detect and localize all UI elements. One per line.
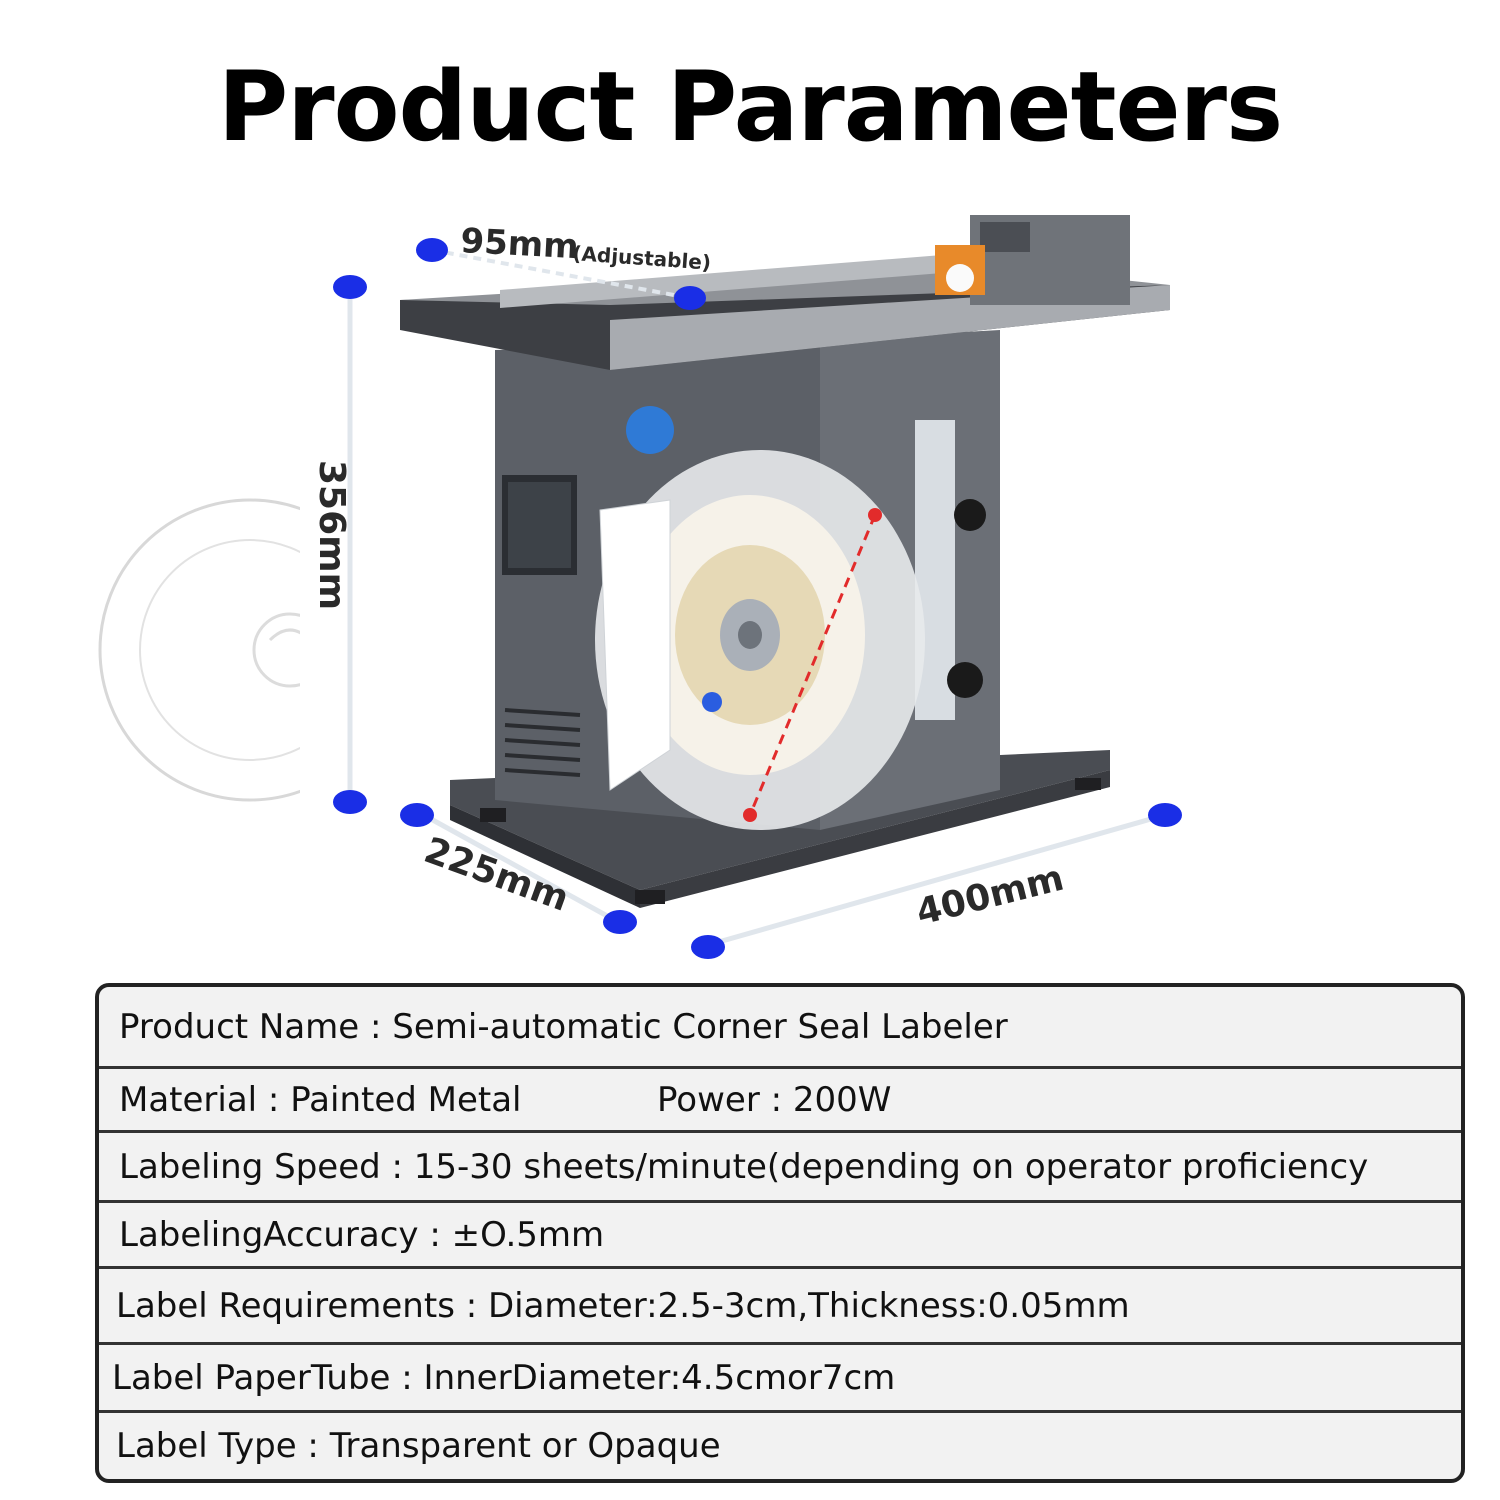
spec-label-requirements: Label Requirements : Diameter:2.5-3cm,Th… [116,1285,1130,1326]
spec-labeling-accuracy: LabelingAccuracy : ±O.5mm [119,1214,605,1255]
foot [635,890,665,904]
height-label: 356mm [311,460,352,610]
blue-knob [626,406,674,454]
spec-row-label-paper-tube: Label PaperTube : InnerDiameter:4.5cmor7… [99,1345,1461,1413]
adjustable-note: (Adjustable) [572,241,712,275]
spec-label-type: Label Type : Transparent or Opaque [116,1426,721,1466]
watermark-seal [80,410,402,910]
dimension-dot [603,910,637,934]
knob [954,499,986,531]
spec-row-label-type: Label Type : Transparent or Opaque [99,1413,1461,1479]
spec-row-labeling-accuracy: LabelingAccuracy : ±O.5mm [99,1203,1461,1269]
spec-label-paper-tube: Label PaperTube : InnerDiameter:4.5cmor7… [112,1357,896,1398]
spec-row-product-name: Product Name : Semi-automatic Corner Sea… [99,987,1461,1069]
width-dimension-line [431,248,691,300]
dimension-dot [333,790,367,814]
depth-dimension-line [418,810,622,926]
dimension-dot [674,286,706,310]
spec-labeling-speed: Labeling Speed : 15-30 sheets/minute(dep… [119,1146,1369,1187]
foot [1075,778,1101,790]
dimension-dot [400,803,434,827]
length-dimension-line [707,812,1166,948]
spec-row-material-power: Material : Painted Metal Power : 200W [99,1069,1461,1133]
spec-table: Product Name : Semi-automatic Corner Sea… [95,983,1465,1483]
dimension-dot [416,238,448,262]
spec-power: Power : 200W [657,1079,892,1120]
spec-row-label-requirements: Label Requirements : Diameter:2.5-3cm,Th… [99,1269,1461,1345]
width-top-label: 95mm [460,221,580,267]
spec-row-labeling-speed: Labeling Speed : 15-30 sheets/minute(dep… [99,1133,1461,1203]
dimension-dot [691,935,725,959]
spec-material: Material : Painted Metal [119,1079,522,1120]
length-label: 400mm [912,858,1068,934]
foot [480,808,506,822]
dimension-dot [333,275,367,299]
knob [947,662,983,698]
spec-product-name: Product Name : Semi-automatic Corner Sea… [119,1006,1008,1047]
page-title: Product Parameters [217,51,1283,163]
dimension-dot [1148,803,1182,827]
machine-illustration: 95mm (Adjustable) 356mm 225mm 400mm [280,190,1240,980]
